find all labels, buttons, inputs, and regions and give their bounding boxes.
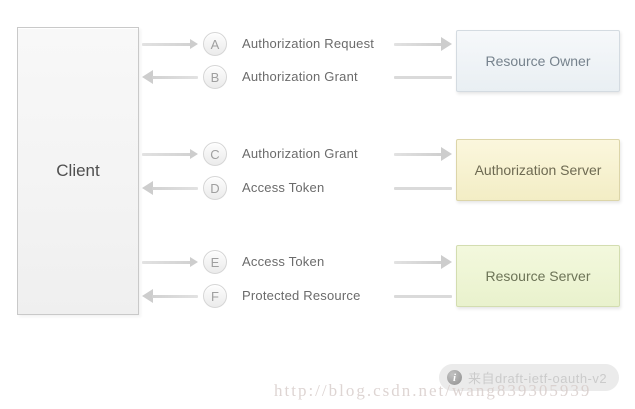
flow-row-b: B Authorization Grant bbox=[142, 65, 452, 89]
arrow-c-from-client bbox=[142, 142, 198, 166]
step-letter: C bbox=[210, 146, 220, 162]
arrowhead-right-icon bbox=[190, 257, 198, 267]
arrow-line bbox=[152, 295, 198, 298]
arrowhead-right-icon bbox=[190, 149, 198, 159]
step-letter: B bbox=[210, 69, 220, 85]
arrow-line bbox=[142, 43, 191, 46]
arrowhead-right-icon bbox=[190, 39, 198, 49]
resource-server-label: Resource Server bbox=[485, 268, 591, 284]
flow-row-c: C Authorization Grant bbox=[142, 142, 452, 166]
arrow-a-to-resource-owner bbox=[394, 32, 452, 56]
flow-row-e: E Access Token bbox=[142, 250, 452, 274]
arrow-b-from-resource-owner bbox=[394, 65, 452, 89]
arrow-e-from-client bbox=[142, 250, 198, 274]
flow-row-d: D Access Token bbox=[142, 176, 452, 200]
flow-label: Authorization Request bbox=[242, 36, 375, 51]
info-icon: i bbox=[447, 370, 462, 385]
resource-owner-box: Resource Owner bbox=[456, 30, 620, 92]
arrow-c-to-authorization-server bbox=[394, 142, 452, 166]
arrow-d-from-authorization-server bbox=[394, 176, 452, 200]
step-circle-b: B bbox=[203, 65, 227, 89]
flow-row-f: F Protected Resource bbox=[142, 284, 452, 308]
arrow-line bbox=[152, 76, 198, 79]
step-letter: F bbox=[211, 288, 219, 304]
arrow-line bbox=[152, 187, 198, 190]
source-badge: i 来自draft-ietf-oauth-v2 bbox=[439, 364, 620, 391]
flow-label: Authorization Grant bbox=[242, 69, 358, 84]
authorization-server-box: Authorization Server bbox=[456, 139, 620, 201]
arrow-line bbox=[394, 261, 442, 264]
arrowhead-right-icon bbox=[441, 147, 452, 161]
arrow-line bbox=[394, 187, 452, 190]
arrowhead-left-icon bbox=[142, 70, 153, 84]
client-box: Client bbox=[17, 27, 139, 315]
flow-row-a: A Authorization Request bbox=[142, 32, 452, 56]
arrow-e-to-resource-server bbox=[394, 250, 452, 274]
step-letter: E bbox=[210, 254, 220, 270]
step-letter: A bbox=[210, 36, 220, 52]
step-circle-d: D bbox=[203, 176, 227, 200]
step-letter: D bbox=[210, 180, 220, 196]
arrow-line bbox=[394, 43, 442, 46]
step-circle-a: A bbox=[203, 32, 227, 56]
client-label: Client bbox=[56, 161, 100, 180]
arrow-line bbox=[142, 261, 191, 264]
arrow-f-to-client bbox=[142, 284, 198, 308]
arrow-d-to-client bbox=[142, 176, 198, 200]
arrow-line bbox=[142, 153, 191, 156]
resource-server-box: Resource Server bbox=[456, 245, 620, 307]
flow-label: Access Token bbox=[242, 180, 325, 195]
step-circle-e: E bbox=[203, 250, 227, 274]
arrowhead-right-icon bbox=[441, 37, 452, 51]
arrow-line bbox=[394, 153, 442, 156]
arrowhead-left-icon bbox=[142, 181, 153, 195]
step-circle-c: C bbox=[203, 142, 227, 166]
arrowhead-left-icon bbox=[142, 289, 153, 303]
arrow-a-from-client bbox=[142, 32, 198, 56]
arrow-line bbox=[394, 295, 452, 298]
authorization-server-label: Authorization Server bbox=[474, 162, 602, 178]
flow-label: Authorization Grant bbox=[242, 146, 358, 161]
flow-label: Protected Resource bbox=[242, 288, 361, 303]
arrow-f-from-resource-server bbox=[394, 284, 452, 308]
step-circle-f: F bbox=[203, 284, 227, 308]
arrow-b-to-client bbox=[142, 65, 198, 89]
arrow-line bbox=[394, 76, 452, 79]
flow-label: Access Token bbox=[242, 254, 325, 269]
source-badge-text: 来自draft-ietf-oauth-v2 bbox=[468, 371, 608, 386]
watermark-url: http://blog.csdn.net/wang839305939 bbox=[274, 381, 592, 400]
resource-owner-label: Resource Owner bbox=[485, 53, 591, 69]
arrowhead-right-icon bbox=[441, 255, 452, 269]
